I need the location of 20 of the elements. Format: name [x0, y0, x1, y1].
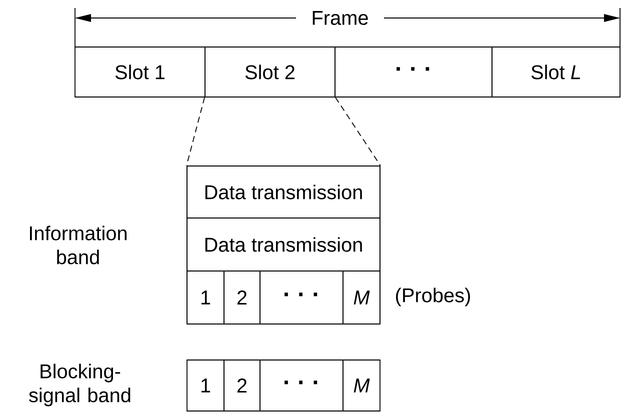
leader-line: [186, 97, 205, 166]
data-transmission-row: Data transmission: [186, 218, 380, 272]
slot-box: Slot 2: [204, 46, 336, 98]
probe-cell: · · ·: [260, 360, 344, 412]
slot-box: · · ·: [334, 46, 492, 98]
slot-box: Slot L: [492, 46, 620, 98]
leader-line: [335, 97, 381, 166]
band-label: Blocking-signal band: [29, 364, 130, 406]
probe-cell: 1: [186, 360, 224, 412]
probe-cell: 2: [224, 270, 260, 324]
band-label: Information band: [30, 226, 127, 264]
probe-cell: M: [342, 270, 380, 324]
probe-cell: 2: [224, 360, 260, 412]
probe-cell: 1: [186, 270, 224, 324]
slot-box: Slot 1: [74, 46, 206, 98]
data-transmission-row: Data transmission: [186, 166, 380, 218]
probe-cell: · · ·: [260, 270, 344, 324]
note-label: (Probes): [396, 288, 470, 306]
dimension-label: Frame: [312, 11, 368, 25]
probe-cell: M: [342, 360, 380, 412]
